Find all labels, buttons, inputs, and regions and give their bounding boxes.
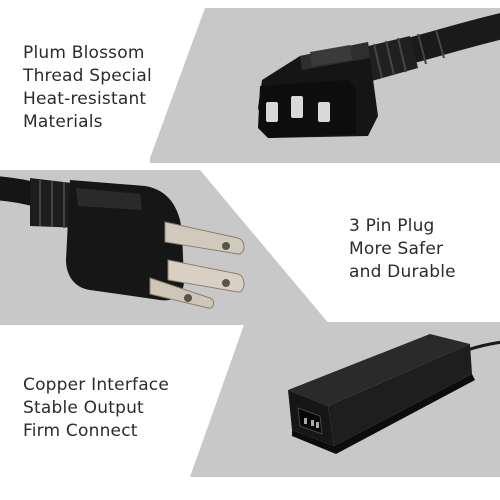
nema-5-15p-plug-icon [0,176,245,309]
caption-line: More Safer [349,239,444,259]
feature-caption: Plum Blossom Thread Special Heat-resista… [23,42,152,134]
caption-line: Heat-resistant [23,89,147,109]
iec-c13-connector-icon [258,13,500,138]
feature-panel-connector: Plum Blossom Thread Special Heat-resista… [0,8,500,163]
feature-panel-plug: 3 Pin Plug More Safer and Durable [0,170,500,325]
feature-caption: 3 Pin Plug More Safer and Durable [349,215,456,284]
caption-line: Plum Blossom [23,43,145,63]
caption-line: Materials [23,112,103,132]
caption-line: Copper Interface [23,375,170,395]
feature-panel-adapter: Copper Interface Stable Output Firm Conn… [0,322,500,477]
caption-line: 3 Pin Plug [349,216,435,236]
feature-caption: Copper Interface Stable Output Firm Conn… [23,374,169,443]
caption-line: and Durable [349,262,456,282]
power-adapter-brick-icon [288,334,500,454]
caption-line: Thread Special [23,66,152,86]
caption-line: Stable Output [23,398,144,418]
caption-line: Firm Connect [23,421,138,441]
